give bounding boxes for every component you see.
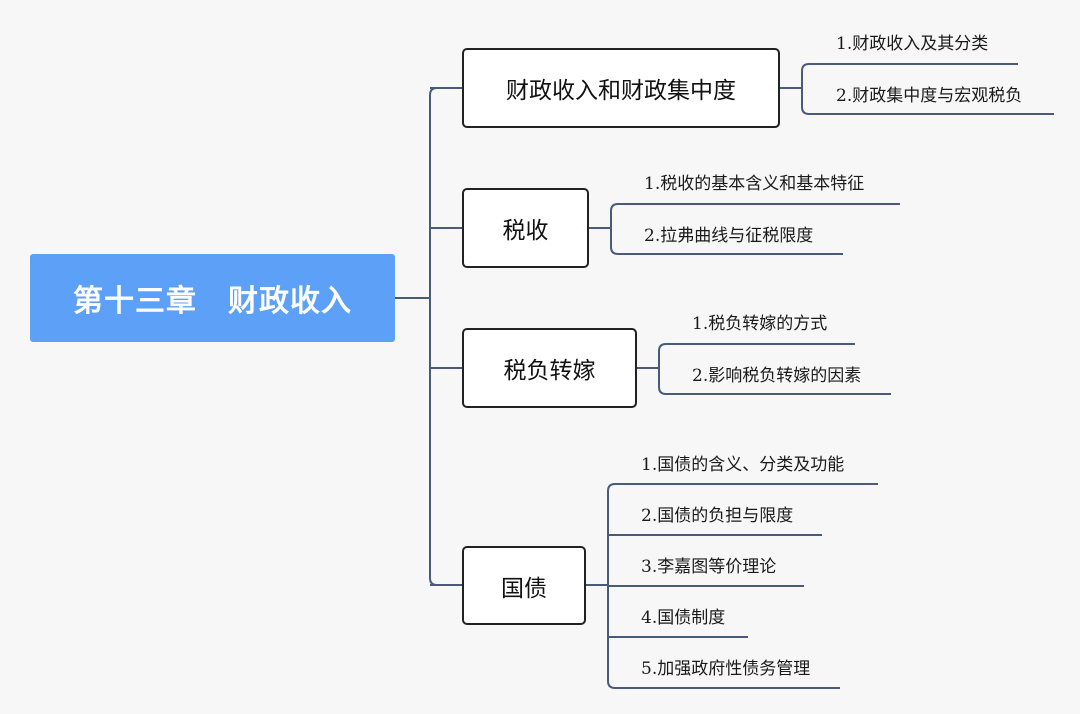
branch-fiscal-revenue-concentration[interactable]: 财政收入和财政集中度 bbox=[462, 48, 780, 128]
branch-national-debt[interactable]: 国债 bbox=[462, 546, 586, 625]
leaf-elbow bbox=[658, 343, 667, 352]
leaf-item[interactable]: 5.加强政府性债务管理 bbox=[641, 659, 811, 679]
leaf-item[interactable]: 2.国债的负担与限度 bbox=[641, 506, 794, 526]
leaf-stem-vertical bbox=[610, 211, 619, 255]
leaf-item[interactable]: 1.国债的含义、分类及功能 bbox=[641, 455, 845, 475]
leaf-elbow bbox=[610, 203, 619, 212]
root-topic[interactable]: 第十三章 财政收入 bbox=[30, 254, 395, 342]
leaf-elbow bbox=[607, 483, 616, 492]
leaf-item[interactable]: 1.税收的基本含义和基本特征 bbox=[644, 174, 865, 194]
leaf-stem-vertical bbox=[801, 71, 810, 115]
leaf-item[interactable]: 3.李嘉图等价理论 bbox=[641, 557, 777, 577]
leaf-item[interactable]: 2.拉弗曲线与征税限度 bbox=[644, 226, 814, 246]
trunk-connector bbox=[429, 87, 438, 586]
leaf-stem-vertical bbox=[658, 351, 667, 395]
leaf-item[interactable]: 4.国债制度 bbox=[641, 608, 726, 628]
leaf-item[interactable]: 1.财政收入及其分类 bbox=[836, 34, 989, 54]
branch-taxation[interactable]: 税收 bbox=[462, 188, 589, 268]
branch-tax-shifting[interactable]: 税负转嫁 bbox=[462, 328, 637, 408]
leaf-item[interactable]: 2.财政集中度与宏观税负 bbox=[836, 86, 1023, 106]
leaf-stem-vertical bbox=[607, 491, 616, 689]
leaf-item[interactable]: 1.税负转嫁的方式 bbox=[692, 314, 828, 334]
leaf-elbow bbox=[801, 63, 810, 72]
leaf-item[interactable]: 2.影响税负转嫁的因素 bbox=[692, 366, 862, 386]
